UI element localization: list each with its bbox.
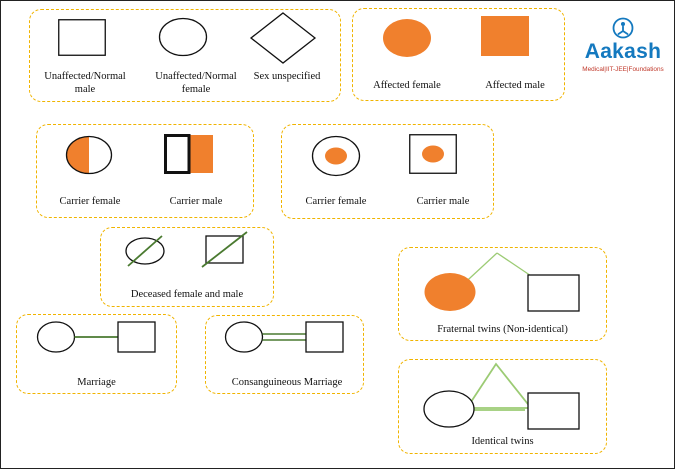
affected-group-box xyxy=(352,8,565,101)
sex-unspecified-diamond xyxy=(249,12,317,64)
consanguineous-group-box xyxy=(205,315,364,394)
normal-female-circle xyxy=(158,17,208,57)
deceased-male-square xyxy=(201,231,248,268)
fraternal-twins-symbol xyxy=(424,252,580,312)
deceased-female-circle xyxy=(125,235,165,267)
carrier-female-half-circle xyxy=(65,135,113,175)
marriage-label: Marriage xyxy=(77,377,116,388)
sex-unspecified-label: Sex unspecified xyxy=(253,71,321,82)
logo-emblem-icon xyxy=(612,17,634,39)
affected-male-label: Affected male xyxy=(485,80,545,91)
carrier-female-half-label: Carrier female xyxy=(59,196,121,207)
carrier-male-half-square xyxy=(164,134,213,174)
carrier-half-group-box xyxy=(36,124,254,218)
deceased-group-box xyxy=(100,227,274,307)
identical-twins-label: Identical twins xyxy=(471,436,534,447)
logo-wordmark: Aakash xyxy=(584,40,662,63)
aakash-logo: Aakash Medical|IIT-JEE|Foundations xyxy=(575,15,671,77)
unaffected-group-box xyxy=(29,9,341,102)
logo-tagline: Medical|IIT-JEE|Foundations xyxy=(582,66,664,73)
identical-twins-group-box xyxy=(398,359,607,454)
affected-female-label: Affected female xyxy=(373,80,441,91)
marriage-group-box xyxy=(16,314,177,394)
normal-male-label: Unaffected/Normal male xyxy=(44,71,126,95)
carrier-male-dot-square xyxy=(409,134,457,174)
carrier-female-dot-label: Carrier female xyxy=(305,196,367,207)
deceased-label: Deceased female and male xyxy=(130,289,244,300)
identical-twins-symbol xyxy=(423,362,580,430)
fraternal-twins-label: Fraternal twins (Non-identical) xyxy=(437,324,568,335)
carrier-male-half-label: Carrier male xyxy=(169,196,223,207)
affected-female-circle xyxy=(383,19,431,57)
carrier-female-dot-circle xyxy=(311,135,361,177)
consanguineous-marriage-symbol xyxy=(224,321,344,353)
affected-male-square xyxy=(481,16,529,56)
fraternal-twins-group-box xyxy=(398,247,607,341)
carrier-dot-group-box xyxy=(281,124,494,219)
consanguineous-label: Consanguineous Marriage xyxy=(231,377,343,388)
carrier-male-dot-label: Carrier male xyxy=(416,196,470,207)
normal-female-label: Unaffected/Normal female xyxy=(155,71,237,95)
marriage-symbol xyxy=(36,321,156,353)
normal-male-square xyxy=(58,19,106,56)
